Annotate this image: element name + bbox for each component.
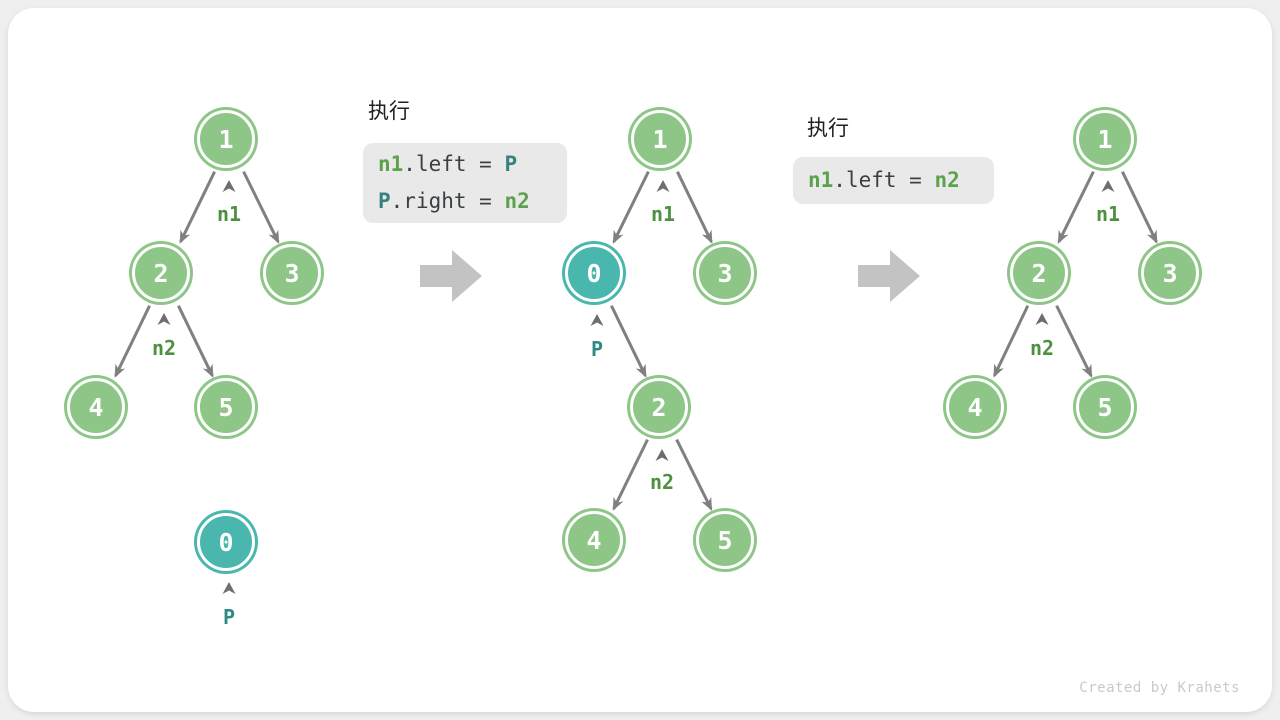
pointer-label-P: P (222, 605, 236, 629)
tree-node-1: 1 (1076, 110, 1134, 168)
pointer-label-n1: n1 (216, 202, 242, 226)
code-line: n1.left = P (378, 146, 552, 183)
tree-node-3: 3 (1141, 244, 1199, 302)
tree-node-5: 5 (1076, 378, 1134, 436)
tree-node-3: 3 (263, 244, 321, 302)
tree-node-5: 5 (696, 511, 754, 569)
tree-node-2: 2 (630, 378, 688, 436)
pointer-label-n2: n2 (649, 470, 675, 494)
code-token: n1 (808, 168, 834, 192)
code-token: .left = (833, 168, 935, 192)
tree-node-3: 3 (696, 244, 754, 302)
step-title: 执行 (368, 99, 410, 123)
pointer-label-P: P (590, 337, 604, 361)
tree-node-2: 2 (132, 244, 190, 302)
watermark: Created by Krahets (1079, 680, 1240, 696)
pointer-label-n1: n1 (650, 202, 676, 226)
pointer-label-n1: n1 (1095, 202, 1121, 226)
tree-node-0: 0 (565, 244, 623, 302)
code-token: P (504, 152, 518, 176)
tree-node-5: 5 (197, 378, 255, 436)
pointer-label-n2: n2 (1029, 336, 1055, 360)
tree-node-1: 1 (631, 110, 689, 168)
code-token: n2 (504, 189, 530, 213)
code-token: .left = (403, 152, 505, 176)
tree-node-4: 4 (946, 378, 1004, 436)
tree-node-0: 0 (197, 513, 255, 571)
code-token: n2 (934, 168, 960, 192)
tree-node-2: 2 (1010, 244, 1068, 302)
code-token: P (378, 189, 391, 213)
pointer-label-n2: n2 (151, 336, 177, 360)
tree-node-1: 1 (197, 110, 255, 168)
code-line: P.right = n2 (378, 183, 552, 220)
code-token: n1 (378, 152, 404, 176)
step-title: 执行 (807, 116, 849, 140)
tree-node-4: 4 (67, 378, 125, 436)
code-token: .right = (390, 189, 505, 213)
code-line: n1.left = n2 (808, 162, 979, 199)
tree-node-4: 4 (565, 511, 623, 569)
code-box: n1.left = n2 (793, 157, 994, 204)
